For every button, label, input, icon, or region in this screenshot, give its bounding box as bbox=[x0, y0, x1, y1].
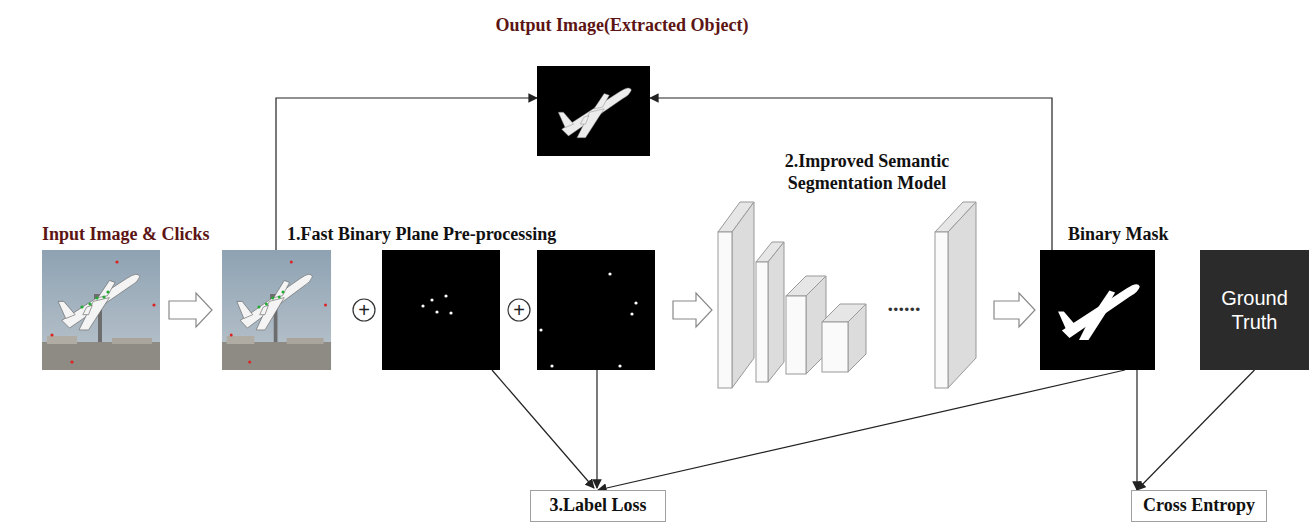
hollow-arrow bbox=[673, 293, 712, 327]
image-panel: 2.Improved Semantic Segmentation Model bbox=[718, 200, 976, 390]
loss-box: Cross Entropy bbox=[1131, 490, 1267, 522]
plus-sign: + bbox=[513, 299, 525, 321]
panel-heading: 2.Improved Semantic Segmentation Model bbox=[767, 150, 967, 194]
positive-click-plane bbox=[382, 250, 500, 370]
connector-arrow bbox=[276, 98, 537, 250]
network-layers bbox=[718, 202, 976, 388]
loss-wire bbox=[492, 370, 594, 488]
hollow-arrow bbox=[169, 293, 212, 327]
binary-mask-image bbox=[1040, 250, 1155, 370]
negative-click-plane bbox=[537, 250, 655, 370]
connector-arrow bbox=[1137, 370, 1255, 490]
loss-wire bbox=[596, 370, 597, 488]
image-panel: Input Image & Clicks bbox=[42, 250, 160, 370]
panel-heading: 1.Fast Binary Plane Pre-processing bbox=[287, 223, 556, 245]
connector-arrow bbox=[598, 370, 1125, 490]
loss-box: 3.Label Loss bbox=[530, 490, 666, 522]
connector-arrow bbox=[650, 98, 1052, 250]
plus-circle bbox=[508, 299, 530, 321]
plus-sign: + bbox=[358, 299, 370, 321]
ellipsis-dots: ...... bbox=[888, 291, 921, 316]
connector-arrow bbox=[1136, 370, 1137, 490]
input-photo bbox=[42, 250, 160, 370]
panel-heading: Input Image & Clicks bbox=[42, 223, 210, 245]
preprocessed-photo bbox=[222, 250, 331, 370]
panel-heading: Binary Mask bbox=[1068, 223, 1169, 245]
box-label: Ground Truth bbox=[1214, 286, 1295, 334]
panel-heading: Output Image(Extracted Object) bbox=[496, 14, 749, 36]
plus-circle bbox=[353, 299, 375, 321]
image-panel: 1.Fast Binary Plane Pre-processing bbox=[222, 250, 331, 370]
box-label: Cross Entropy bbox=[1143, 495, 1255, 517]
ground-truth-box: Ground Truth bbox=[1200, 250, 1309, 370]
image-panel: Binary Mask bbox=[1040, 250, 1155, 370]
box-label: 3.Label Loss bbox=[549, 495, 646, 517]
hollow-arrow bbox=[994, 293, 1035, 327]
output-image bbox=[537, 66, 650, 156]
image-panel: Output Image(Extracted Object) bbox=[537, 66, 650, 156]
